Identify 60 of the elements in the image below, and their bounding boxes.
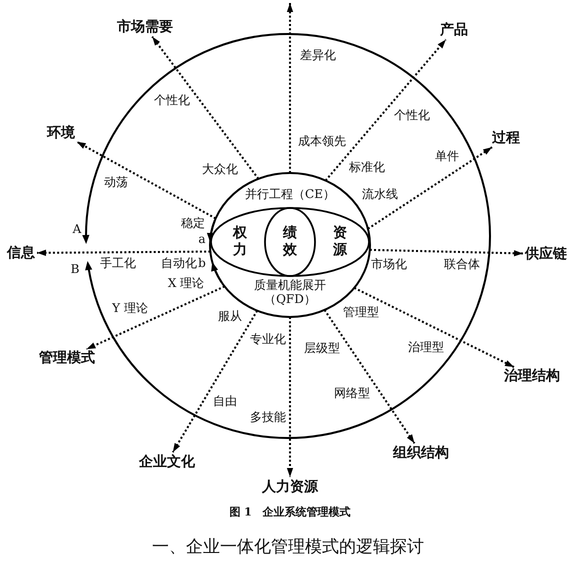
scale-label: 标准化 bbox=[349, 161, 385, 175]
figure-caption: 图 1 企业系统管理模式 bbox=[229, 506, 351, 520]
scale-label: 管理型 bbox=[343, 306, 379, 320]
scale-label: 大众化 bbox=[202, 163, 238, 177]
dotted-arrow bbox=[286, 317, 294, 477]
core-label: 权力 bbox=[232, 225, 248, 259]
dotted-arrow bbox=[324, 309, 416, 444]
scale-label: 个性化 bbox=[394, 109, 430, 123]
arrow-letter: A bbox=[72, 223, 82, 237]
axis-label: 企业文化 bbox=[139, 454, 195, 470]
scale-label: 自动化 bbox=[161, 257, 197, 271]
scale-label: 成本领先 bbox=[298, 135, 346, 149]
scale-label: 单件 bbox=[435, 150, 459, 164]
axis-label: 人力资源 bbox=[262, 478, 318, 496]
arrow-letter: a bbox=[198, 233, 206, 247]
scale-label: 治理型 bbox=[408, 341, 444, 355]
dotted-arrow bbox=[286, 3, 294, 173]
dotted-arrow bbox=[354, 286, 514, 368]
axis-label: 供应链 bbox=[525, 246, 567, 262]
horizontal-ellipse bbox=[209, 206, 371, 278]
method-label: 质量机能展开（QFD） bbox=[253, 279, 327, 307]
axis-label: 环境 bbox=[47, 124, 75, 142]
core-label: 绩效 bbox=[282, 225, 298, 259]
dotted-arrow bbox=[367, 146, 493, 230]
scale-label: 服从 bbox=[218, 310, 242, 324]
scale-label: 专业化 bbox=[250, 333, 286, 347]
arrow-letter: B bbox=[70, 263, 80, 277]
dotted-arrow bbox=[151, 36, 260, 180]
scale-label: 联合体 bbox=[444, 258, 480, 272]
scale-label: 多技能 bbox=[250, 411, 286, 425]
scale-label: Y 理论 bbox=[112, 302, 148, 316]
dotted-arrow bbox=[172, 310, 258, 453]
axis-label: 管理模式 bbox=[39, 350, 95, 366]
axis-label: 组织结构 bbox=[393, 444, 449, 462]
scale-label: X 理论 bbox=[168, 277, 204, 291]
scale-label: 动荡 bbox=[104, 176, 128, 190]
dotted-arrow bbox=[370, 248, 524, 256]
scale-label: 层级型 bbox=[304, 342, 340, 356]
axis-label: 治理结构 bbox=[504, 368, 560, 384]
arrow-letter: b bbox=[198, 257, 206, 271]
dotted-arrow bbox=[37, 250, 210, 256]
vertical-ellipse bbox=[263, 206, 317, 278]
dotted-arrow bbox=[324, 38, 447, 182]
scale-label: 市场化 bbox=[371, 258, 407, 272]
axis-label: 产品 bbox=[440, 22, 468, 38]
section-heading: 一、企业一体化管理模式的逻辑探讨 bbox=[152, 538, 424, 558]
scale-label: 流水线 bbox=[362, 188, 398, 202]
scale-label: 差异化 bbox=[300, 49, 336, 63]
scale-label: 自由 bbox=[213, 395, 237, 409]
scale-label: 稳定 bbox=[181, 217, 205, 231]
method-label: 并行工程（CE） bbox=[245, 188, 335, 202]
dotted-arrow bbox=[76, 140, 216, 220]
axis-label: 市场需要 bbox=[117, 18, 173, 36]
dotted-arrow bbox=[86, 286, 225, 350]
core-label: 资源 bbox=[332, 225, 348, 259]
scale-label: 个性化 bbox=[154, 94, 190, 108]
scale-label: 手工化 bbox=[100, 257, 136, 271]
axis-label: 信息 bbox=[7, 244, 35, 262]
axis-label: 过程 bbox=[492, 130, 520, 146]
scale-label: 网络型 bbox=[334, 387, 370, 401]
